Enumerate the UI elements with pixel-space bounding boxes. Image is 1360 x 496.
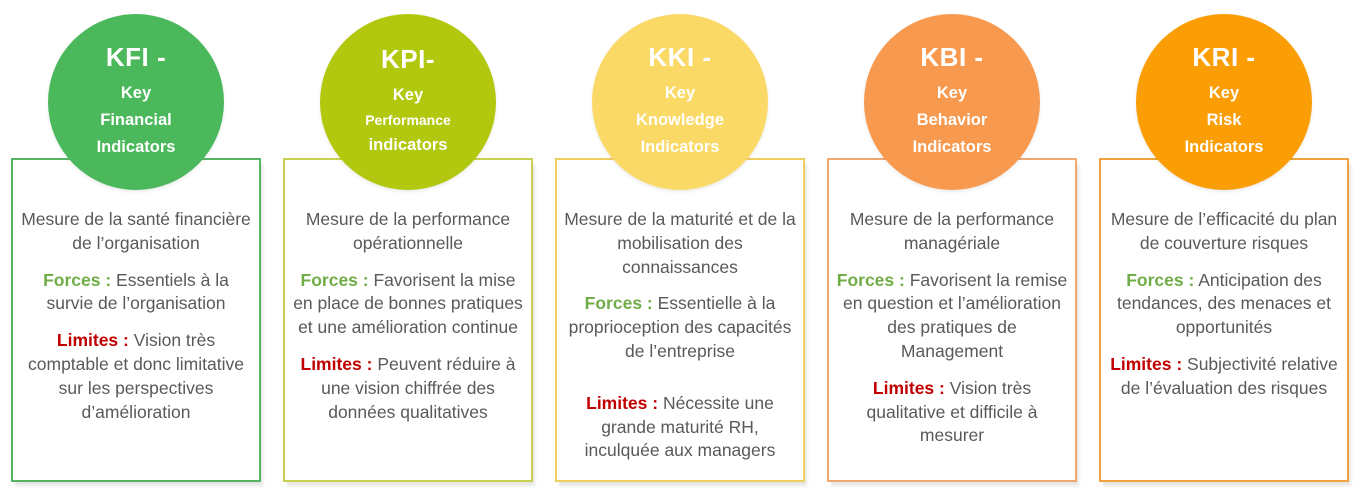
circle-acronym: KBI - bbox=[920, 42, 984, 72]
kri-circle-badge: KRI - Key Risk Indicators bbox=[1136, 14, 1312, 190]
kfi-details-box: Mesure de la santé financière de l’organ… bbox=[11, 158, 261, 482]
kki-circle-badge: KKI - Key Knowledge Indicators bbox=[592, 14, 768, 190]
forces-label: Forces : bbox=[836, 269, 905, 290]
forces-text: Forces : Essentielle à la proprioception… bbox=[564, 292, 796, 363]
forces-value: Essentiels à la survie de l’organisation bbox=[46, 269, 229, 314]
kri-details-box: Mesure de l’efficacité du plan de couver… bbox=[1099, 158, 1349, 482]
circle-subtitle-line: Key bbox=[392, 85, 424, 104]
indicator-card-kpi: KPI- Key Performance indicators Mesure d… bbox=[272, 0, 544, 496]
limites-label: Limites : bbox=[872, 377, 945, 398]
limites-label: Limites : bbox=[300, 353, 373, 374]
forces-value: Favorisent la remise en question et l’am… bbox=[843, 269, 1068, 361]
forces-text: Forces : Favorisent la remise en questio… bbox=[836, 269, 1068, 364]
forces-value: Anticipation des tendances, des menaces … bbox=[1116, 269, 1332, 338]
limites-value: Subjectivité relative de l’évaluation de… bbox=[1120, 353, 1338, 398]
kbi-circle-badge: KBI - Key Behavior Indicators bbox=[864, 14, 1040, 190]
forces-text: Forces : Essentiels à la survie de l’org… bbox=[20, 269, 252, 317]
description-text: Mesure de la performance managériale bbox=[849, 209, 1055, 253]
circle-subtitle-line: Key bbox=[120, 84, 152, 103]
kki-details-box: Mesure de la maturité et de la mobilisat… bbox=[555, 158, 805, 482]
limites-label: Limites : bbox=[586, 392, 659, 413]
circle-subtitle-line: Indicators bbox=[640, 137, 720, 156]
forces-label: Forces : bbox=[300, 269, 369, 290]
limites-text: Limites : Vision très comptable et donc … bbox=[20, 329, 252, 424]
kpi-details-box: Mesure de la performance opérationnelle … bbox=[283, 158, 533, 482]
circle-subtitle-line: Knowledge bbox=[635, 110, 724, 129]
description-text: Mesure de la maturité et de la mobilisat… bbox=[564, 209, 796, 277]
circle-subtitle-line: Behavior bbox=[916, 110, 988, 129]
limites-text: Limites : Nécessite une grande maturité … bbox=[564, 392, 796, 463]
circle-subtitle-line: Key bbox=[1208, 84, 1240, 103]
circle-acronym: KFI - bbox=[105, 42, 167, 72]
indicator-card-kki: KKI - Key Knowledge Indicators Mesure de… bbox=[544, 0, 816, 496]
limites-value: Vision très comptable et donc limitative… bbox=[28, 330, 244, 422]
limites-label: Limites : bbox=[1110, 353, 1183, 374]
forces-text: Forces : Favorisent la mise en place de … bbox=[292, 269, 524, 340]
circle-acronym: KRI - bbox=[1192, 42, 1256, 72]
indicator-card-kri: KRI - Key Risk Indicators Mesure de l’ef… bbox=[1088, 0, 1360, 496]
forces-label: Forces : bbox=[1126, 269, 1195, 290]
limites-value: Peuvent réduire à une vision chiffrée de… bbox=[321, 353, 516, 422]
circle-acronym: KPI- bbox=[381, 43, 435, 74]
forces-value: Favorisent la mise en place de bonnes pr… bbox=[293, 269, 523, 338]
circle-acronym: KKI - bbox=[648, 42, 712, 72]
indicator-card-kfi: KFI - Key Financial Indicators Mesure de… bbox=[0, 0, 272, 496]
circle-subtitle-line: Indicators bbox=[96, 137, 176, 156]
forces-label: Forces : bbox=[43, 269, 112, 290]
forces-text: Forces : Anticipation des tendances, des… bbox=[1108, 269, 1340, 340]
circle-subtitle-line: Key bbox=[664, 84, 696, 103]
forces-value: Essentielle à la proprioception des capa… bbox=[568, 293, 792, 361]
limites-value: Nécessite une grande maturité RH, inculq… bbox=[584, 392, 776, 461]
description-text: Mesure de la santé financière de l’organ… bbox=[21, 209, 251, 253]
kfi-circle-badge: KFI - Key Financial Indicators bbox=[48, 14, 224, 190]
circle-subtitle-line: Financial bbox=[100, 110, 172, 129]
description-text: Mesure de l’efficacité du plan de couver… bbox=[1110, 209, 1338, 253]
kpi-circle-badge: KPI- Key Performance indicators bbox=[320, 14, 496, 190]
circle-subtitle-line: Risk bbox=[1206, 110, 1242, 129]
circle-subtitle-line: Indicators bbox=[912, 137, 992, 156]
circle-subtitle-line: Indicators bbox=[1184, 137, 1264, 156]
kbi-details-box: Mesure de la performance managériale For… bbox=[827, 158, 1077, 482]
limites-text: Limites : Vision très qualitative et dif… bbox=[836, 377, 1068, 448]
forces-label: Forces : bbox=[584, 293, 653, 314]
description-text: Mesure de la performance opérationnelle bbox=[305, 209, 511, 253]
limites-value: Vision très qualitative et difficile à m… bbox=[866, 377, 1038, 446]
indicator-card-kbi: KBI - Key Behavior Indicators Mesure de … bbox=[816, 0, 1088, 496]
limites-text: Limites : Subjectivité relative de l’éva… bbox=[1108, 353, 1340, 401]
limites-text: Limites : Peuvent réduire à une vision c… bbox=[292, 353, 524, 424]
limites-label: Limites : bbox=[56, 330, 129, 351]
circle-subtitle-line: Performance bbox=[365, 112, 451, 129]
circle-subtitle-line: Key bbox=[936, 84, 968, 103]
circle-subtitle-line: indicators bbox=[368, 136, 448, 155]
